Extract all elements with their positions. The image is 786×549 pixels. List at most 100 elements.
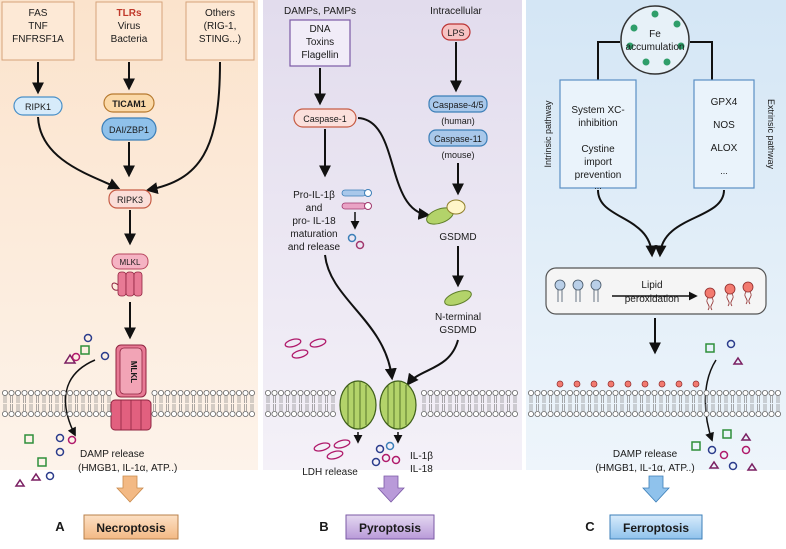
accumulation-label: accumulation — [626, 42, 685, 53]
lipid-tail — [646, 404, 650, 411]
lipid-tail — [448, 396, 452, 403]
lipid-tail — [179, 404, 182, 411]
lipid-head — [716, 410, 723, 417]
lipid-head — [151, 410, 158, 417]
lipid-head — [73, 410, 80, 417]
lipid-head — [664, 389, 671, 396]
fnfrsf1a-label: FNFRSF1A — [12, 34, 64, 45]
lipid-tail — [218, 396, 221, 403]
lipid-tail — [435, 396, 439, 403]
lipid-tail — [36, 396, 39, 403]
lipid-tail — [81, 396, 85, 403]
lipid-head — [580, 389, 587, 396]
pro-il18-label: pro- IL-18 — [292, 216, 336, 227]
lipid-head — [729, 410, 736, 417]
lipid-tail — [614, 396, 617, 403]
lipid-tail — [750, 396, 754, 403]
lipid-head — [209, 389, 216, 396]
lipid-head — [183, 410, 190, 417]
lipid-head — [248, 410, 255, 417]
il1b-molecule — [347, 233, 357, 243]
lipid-head — [303, 389, 310, 396]
lipid-head — [586, 389, 593, 396]
lipid-tail — [455, 404, 458, 411]
lipid-label: Lipid — [641, 280, 662, 291]
lipid-tail — [588, 404, 591, 411]
lipid-tail — [55, 396, 59, 403]
lipid-head — [60, 389, 67, 396]
lipid-tail — [273, 404, 276, 411]
gasdermin-pore-2 — [379, 380, 417, 430]
lipid-tail — [461, 396, 465, 403]
lipid-tail — [507, 396, 510, 403]
lipid-head — [697, 389, 704, 396]
oxidized-lipid — [641, 380, 649, 388]
lipid-tail — [513, 404, 517, 411]
lipid-tail — [292, 396, 296, 403]
lipid-head — [479, 389, 486, 396]
bacteria-label: Bacteria — [111, 34, 148, 45]
and-release-label: and release — [288, 242, 341, 253]
lipid-head — [433, 389, 440, 396]
lipid-tail — [776, 404, 780, 411]
lipid-head — [749, 389, 756, 396]
lipid-head — [775, 389, 782, 396]
lipid-head — [242, 389, 249, 396]
lipid-tail — [685, 396, 689, 403]
lipid-head — [2, 389, 8, 396]
lipid-tail — [205, 396, 208, 403]
lipid-tail — [101, 396, 104, 403]
lipid-tail — [107, 404, 111, 411]
intrinsic-pathway-label: Intrinsic pathway — [543, 100, 553, 168]
lipid-head — [264, 389, 271, 396]
lipid-head — [14, 389, 21, 396]
lps-node — [441, 23, 471, 41]
lipid-tail — [562, 396, 565, 403]
mlkl-node — [111, 253, 149, 270]
lipid-head — [86, 389, 93, 396]
lipid-tail — [192, 404, 195, 411]
lipid-head — [625, 389, 632, 396]
lipid-tail — [448, 404, 452, 411]
lipid-tail — [481, 404, 484, 411]
stimulus-box-others — [185, 1, 255, 61]
lipid-tail — [757, 404, 760, 411]
lipid-head — [323, 389, 330, 396]
lipid-tail — [672, 404, 676, 411]
lipid-head — [190, 410, 197, 417]
lipid-head — [677, 389, 684, 396]
lipid-head — [459, 389, 466, 396]
lipid-tail — [627, 396, 630, 403]
oxidized-lipid — [590, 380, 598, 388]
caspase45-node — [428, 95, 488, 113]
necroptosis-title-box — [83, 514, 179, 540]
lipid-tail — [568, 404, 572, 411]
system-xc-label: System XC- — [571, 105, 624, 116]
lipid-head — [690, 389, 697, 396]
lipid-tail — [568, 396, 572, 403]
lipid-head — [512, 410, 519, 417]
damp-examples-a-label: (HMGB1, IL-1α, ATP..) — [78, 463, 177, 474]
oxidized-lipid — [573, 380, 581, 388]
lipid-head — [209, 410, 216, 417]
lipid-head — [196, 410, 203, 417]
lipid-tail — [633, 404, 637, 411]
lipid-tail — [692, 396, 695, 403]
lipid-head — [541, 389, 548, 396]
lipid-tail — [601, 396, 604, 403]
lipid-head — [632, 389, 639, 396]
lipid-head — [41, 389, 48, 396]
lipid-head — [612, 410, 619, 417]
lipid-tail — [231, 396, 234, 403]
panel-c-ferroptosis: Fe accumulation System XC- inhibition Cy… — [543, 5, 776, 540]
others-label: Others — [205, 8, 235, 19]
lipid-tail — [581, 404, 585, 411]
lipid-head — [762, 389, 769, 396]
lipid-head — [93, 389, 100, 396]
lipid-tail — [770, 396, 773, 403]
lipid-head — [248, 389, 255, 396]
lipid-head — [290, 389, 297, 396]
lipid-head — [99, 410, 106, 417]
stimulus-box-fas — [1, 1, 75, 61]
lipid-tail — [494, 396, 497, 403]
